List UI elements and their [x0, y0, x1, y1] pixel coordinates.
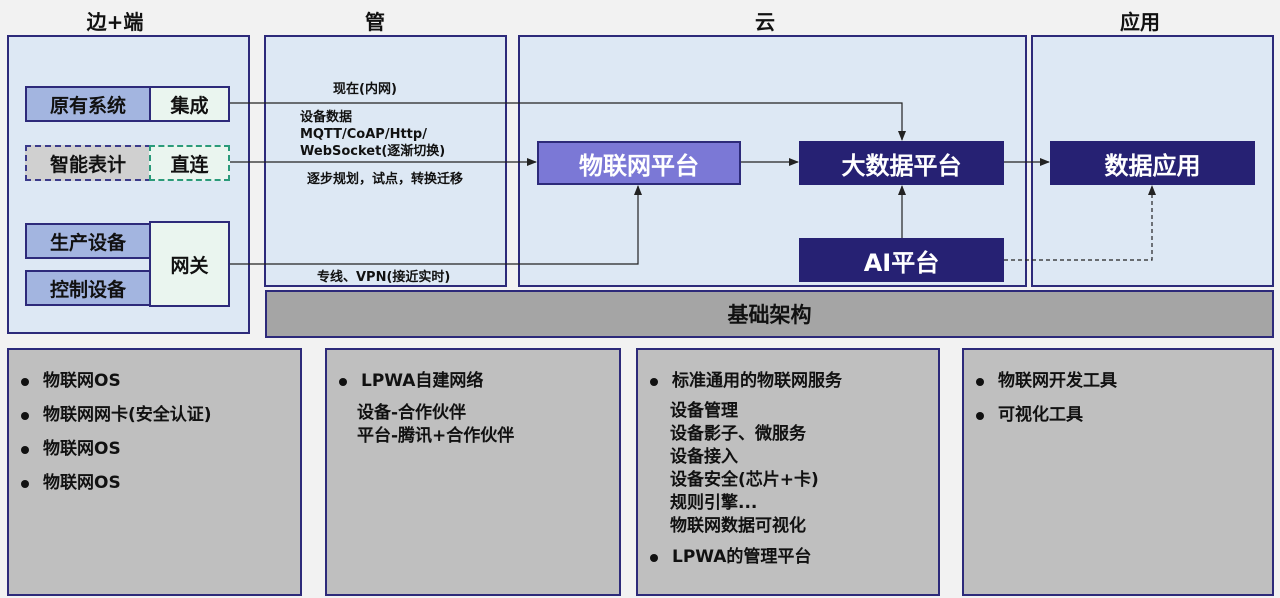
ai-to-app-connector — [1004, 185, 1156, 261]
ai-platform-box: AI平台 — [799, 238, 1004, 282]
sub-item: 设备接入 — [670, 447, 738, 467]
migration-note: 逐步规划，试点，转换迁移 — [307, 172, 464, 187]
infrastructure-bar: 基础架构 — [265, 290, 1274, 338]
list-item: LPWA的管理平台 — [638, 540, 938, 574]
list-item: 物联网OS — [9, 466, 300, 500]
gateway-connector — [230, 185, 642, 265]
cloud-capabilities-panel: 标准通用的物联网服务 设备管理 设备影子、微服务 设备接入 设备安全(芯片+卡)… — [636, 348, 940, 596]
column-title-cloud: 云 — [755, 10, 775, 34]
intranet-note: 现在(内网) — [333, 82, 397, 97]
direct-connect-label: 直连 — [149, 145, 230, 181]
bigdata-platform-box: 大数据平台 — [799, 141, 1004, 185]
data-application-box: 数据应用 — [1050, 141, 1255, 185]
integration-connector — [230, 102, 906, 141]
sub-item: 设备影子、微服务 — [670, 424, 806, 444]
column-title-edge: 边+端 — [86, 10, 144, 34]
device-data-note: 设备数据 — [300, 110, 353, 125]
production-device-label: 生产设备 — [25, 223, 151, 259]
legacy-system-label: 原有系统 — [25, 86, 151, 122]
sub-item: 物联网数据可视化 — [670, 516, 806, 536]
leased-line-note: 专线、VPN(接近实时) — [317, 270, 451, 285]
sub-item: 设备管理 — [670, 401, 738, 421]
edge-capabilities-panel: 物联网OS 物联网网卡(安全认证) 物联网OS 物联网OS — [7, 348, 302, 596]
gateway-label: 网关 — [149, 221, 230, 307]
smart-meter-label: 智能表计 — [25, 145, 151, 181]
list-item: LPWA自建网络 — [327, 364, 619, 398]
websocket-note: WebSocket(逐渐切换) — [300, 144, 446, 159]
control-device-label: 控制设备 — [25, 270, 151, 306]
sub-item: 设备安全(芯片+卡) — [670, 470, 819, 490]
sub-item: 设备-合作伙伴 — [357, 403, 467, 423]
column-title-pipe: 管 — [365, 10, 385, 34]
app-capabilities-panel: 物联网开发工具 可视化工具 — [962, 348, 1274, 596]
sub-item: 平台-腾讯+合作伙伴 — [357, 426, 515, 446]
protocols-note: MQTT/CoAP/Http/ — [300, 127, 427, 142]
list-item: 物联网OS — [9, 432, 300, 466]
list-item: 物联网开发工具 — [964, 364, 1272, 398]
iot-platform-box: 物联网平台 — [537, 141, 741, 185]
list-item: 标准通用的物联网服务 — [638, 364, 938, 398]
integration-label: 集成 — [149, 86, 230, 122]
list-item: 物联网网卡(安全认证) — [9, 398, 300, 432]
list-item: 物联网OS — [9, 364, 300, 398]
pipe-panel — [264, 35, 507, 287]
pipe-capabilities-panel: LPWA自建网络 设备-合作伙伴 平台-腾讯+合作伙伴 — [325, 348, 621, 596]
column-title-app: 应用 — [1120, 10, 1160, 34]
list-item: 可视化工具 — [964, 398, 1272, 432]
sub-item: 规则引擎... — [670, 493, 758, 513]
